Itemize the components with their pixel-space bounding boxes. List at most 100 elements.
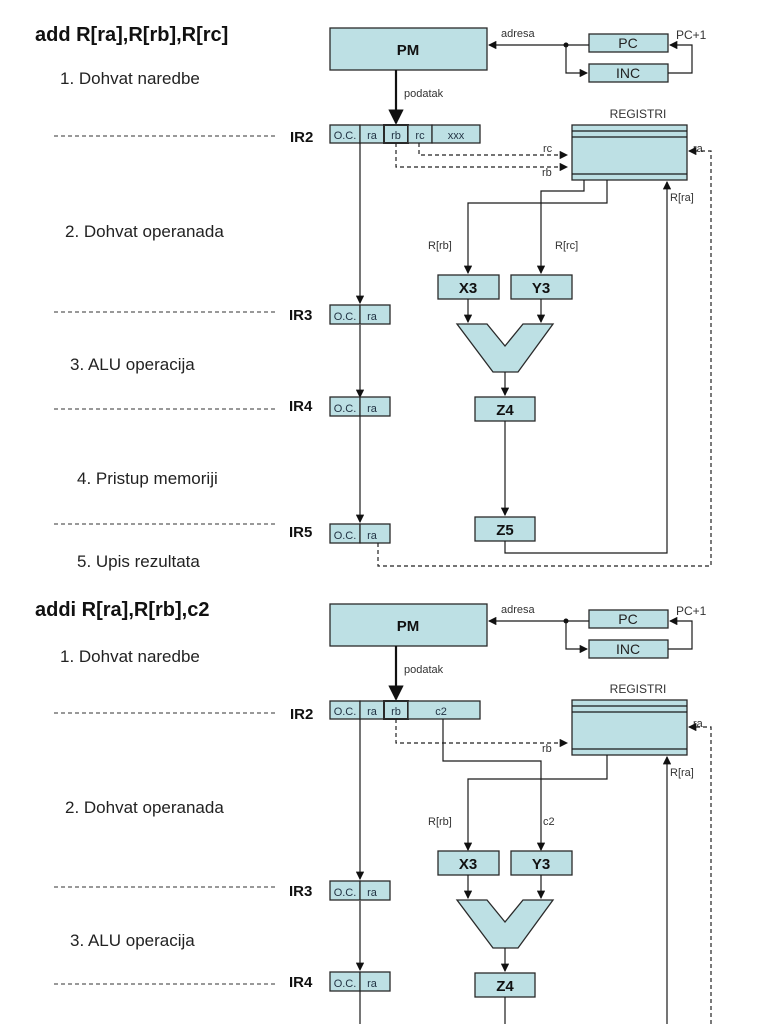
ir-field: ra [367,530,378,542]
block-label: PC [618,35,637,51]
ir4-register: O.C. ra [329,396,391,417]
register-file-block [571,699,688,756]
signal-label: c2 [543,816,555,828]
ir-label: IR3 [289,307,312,324]
c2-wire [442,719,546,852]
block-label: Z4 [496,402,514,419]
block-label: PM [397,618,420,635]
rc-select-wire [418,143,569,160]
block-label: Z4 [496,978,514,995]
ra-writeback-select-wire [687,722,712,1024]
ir-field: O.C. [334,887,357,899]
alu-block [455,323,555,373]
signal-label: adresa [501,604,536,616]
ir-field: ra [367,978,378,990]
ir-field: ra [367,130,378,142]
ir-label: IR2 [290,129,313,146]
phase-label: 1. Dohvat naredbe [60,69,200,88]
rb-select-wire [395,143,569,172]
ir-label: IR2 [290,706,313,723]
signal-label: podatak [404,664,444,676]
ir3-register: O.C. ra [329,880,391,901]
ir-label: IR3 [289,883,312,900]
ir-field: rc [415,130,425,142]
signal-label: rb [542,167,552,179]
ir3-register: O.C. ra [329,304,391,325]
ir-field: rb [391,130,401,142]
ir-label: IR5 [289,524,312,541]
signal-label: PC+1 [676,604,707,618]
signal-label: rc [543,143,553,155]
ir-field: ra [367,887,378,899]
ir5-register: O.C. ra [329,523,391,544]
phase-label: 1. Dohvat naredbe [60,647,200,666]
phase-label: 4. Pristup memoriji [77,469,218,488]
signal-label: ra [693,718,704,730]
block-label: Z5 [496,522,514,539]
inc-to-pc-wire [668,616,693,650]
phase-label: 5. Upis rezultata [77,552,200,571]
writeback-wire [504,180,672,554]
block-label: X3 [459,856,477,873]
y3-register-block [510,274,573,300]
block-label: Y3 [532,856,550,873]
ir-field: ra [367,311,378,323]
phase-label: 3. ALU operacija [70,355,195,374]
signal-label: R[ra] [670,767,694,779]
ir-field: O.C. [334,530,357,542]
block-label: INC [616,641,640,657]
ir-field: O.C. [334,706,357,718]
block-label: REGISTRI [610,682,667,696]
signal-label: rb [542,743,552,755]
instruction-title: addi R[ra],R[rb],c2 [35,599,209,621]
pc-register-block [588,33,669,53]
signal-label: podatak [404,88,444,100]
diagram-add: add R[ra],R[rb],R[rc] 1. Dohvat naredbe … [35,24,712,571]
ra-writeback-select-wire [377,146,712,567]
ir-label: IR4 [289,974,313,991]
instruction-title: add R[ra],R[rb],R[rc] [35,24,228,46]
rb-read-wire [463,180,608,275]
pc-to-inc-wire [565,621,589,654]
phase-label: 2. Dohvat operanada [65,222,224,241]
ir-field: O.C. [334,311,357,323]
block-label: REGISTRI [610,107,667,121]
block-label: Y3 [532,280,550,297]
signal-label: adresa [501,28,536,40]
x3-register-block [437,274,500,300]
signal-label: PC+1 [676,28,707,42]
register-file-block [571,124,688,181]
ir-field: c2 [435,706,447,718]
block-label: X3 [459,280,477,297]
program-memory-block [329,27,488,71]
phase-label: 3. ALU operacija [70,931,195,950]
z4-register-block [474,972,536,998]
block-label: PM [397,42,420,59]
ir2-register: O.C. ra rb c2 [329,700,481,720]
x3-register-block [437,850,500,876]
ir-field: O.C. [334,403,357,415]
block-label: PC [618,611,637,627]
signal-label: R[rc] [555,240,578,252]
signal-label: R[rb] [428,240,452,252]
rc-read-wire [536,180,585,275]
ir-field: O.C. [334,130,357,142]
z5-register-block [474,516,536,542]
ir-field: xxx [448,130,465,142]
signal-label: R[rb] [428,816,452,828]
signal-label: R[ra] [670,192,694,204]
ir-field: O.C. [334,978,357,990]
rb-select-wire [395,719,569,748]
program-memory-block [329,603,488,647]
ir4-register: O.C. ra [329,971,391,992]
pc-to-inc-wire [565,45,589,78]
ir-field: rb [391,706,401,718]
ir-field: ra [367,706,378,718]
pc-register-block [588,609,669,629]
ir-field: ra [367,403,378,415]
diagram-addi: addi R[ra],R[rb],c2 1. Dohvat naredbe 2.… [35,599,712,1024]
ir-label: IR4 [289,398,313,415]
inc-to-pc-wire [668,40,693,74]
alu-block [455,899,555,949]
